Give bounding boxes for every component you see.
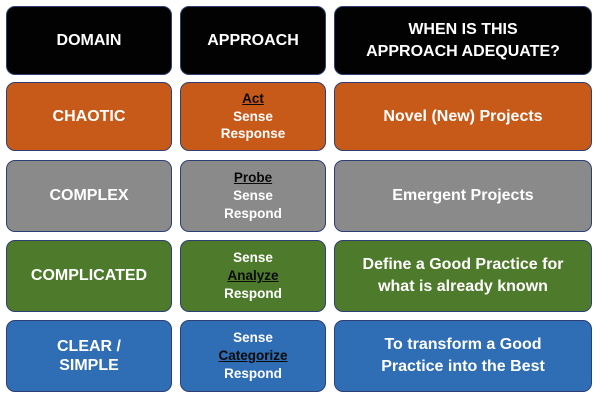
domain-label: COMPLICATED [30,267,148,285]
approach-step: Respond [224,365,282,381]
when-cell-chaotic: Novel (New) Projects [334,82,592,151]
approach-keyword: Analyze [227,268,279,284]
when-text: Define a Good Practice for [362,256,564,274]
header-when-line-1: WHEN IS THIS [408,20,518,38]
approach-cell-complicated: Sense Analyze Respond [180,240,326,312]
approach-step: Respond [224,205,282,221]
approach-step: Respond [224,285,282,301]
when-text: what is already known [378,278,548,295]
approach-keyword: Categorize [218,348,288,364]
domain-cell-complex: COMPLEX [6,160,172,232]
approach-step: Response [220,126,286,142]
approach-keyword: Probe [233,170,273,186]
header-when-line-2: APPROACH ADEQUATE? [366,42,560,60]
approach-keyword: Act [242,90,264,106]
header-approach-cell: APPROACH [180,6,326,75]
domain-label: COMPLEX [49,187,129,205]
header-domain-cell: DOMAIN [6,6,172,75]
approach-step: Sense [233,108,273,124]
domain-label: CHAOTIC [52,107,126,125]
approach-cell-chaotic: Act Sense Response [180,82,326,151]
header-approach-label: APPROACH [207,31,299,49]
approach-step: Sense [233,188,273,204]
approach-cell-clear-simple: Sense Categorize Respond [180,320,326,392]
when-text: Emergent Projects [392,187,534,205]
domain-cell-clear-simple: CLEAR / SIMPLE [6,320,172,392]
approach-cell-complex: Probe Sense Respond [180,160,326,232]
approach-step: Sense [233,330,273,346]
approach-step: Sense [233,250,273,266]
header-domain-label: DOMAIN [56,31,122,49]
when-text: To transform a Good [384,336,542,354]
domain-cell-chaotic: CHAOTIC [6,82,172,151]
when-text: Practice into the Best [381,358,545,375]
domain-label: CLEAR / [57,337,121,355]
when-text: Novel (New) Projects [383,107,543,125]
when-cell-complicated: Define a Good Practice for what is alrea… [334,240,592,312]
header-when-cell: WHEN IS THIS APPROACH ADEQUATE? [334,6,592,75]
when-cell-complex: Emergent Projects [334,160,592,232]
domain-label: SIMPLE [59,357,119,374]
domain-cell-complicated: COMPLICATED [6,240,172,312]
when-cell-clear-simple: To transform a Good Practice into the Be… [334,320,592,392]
